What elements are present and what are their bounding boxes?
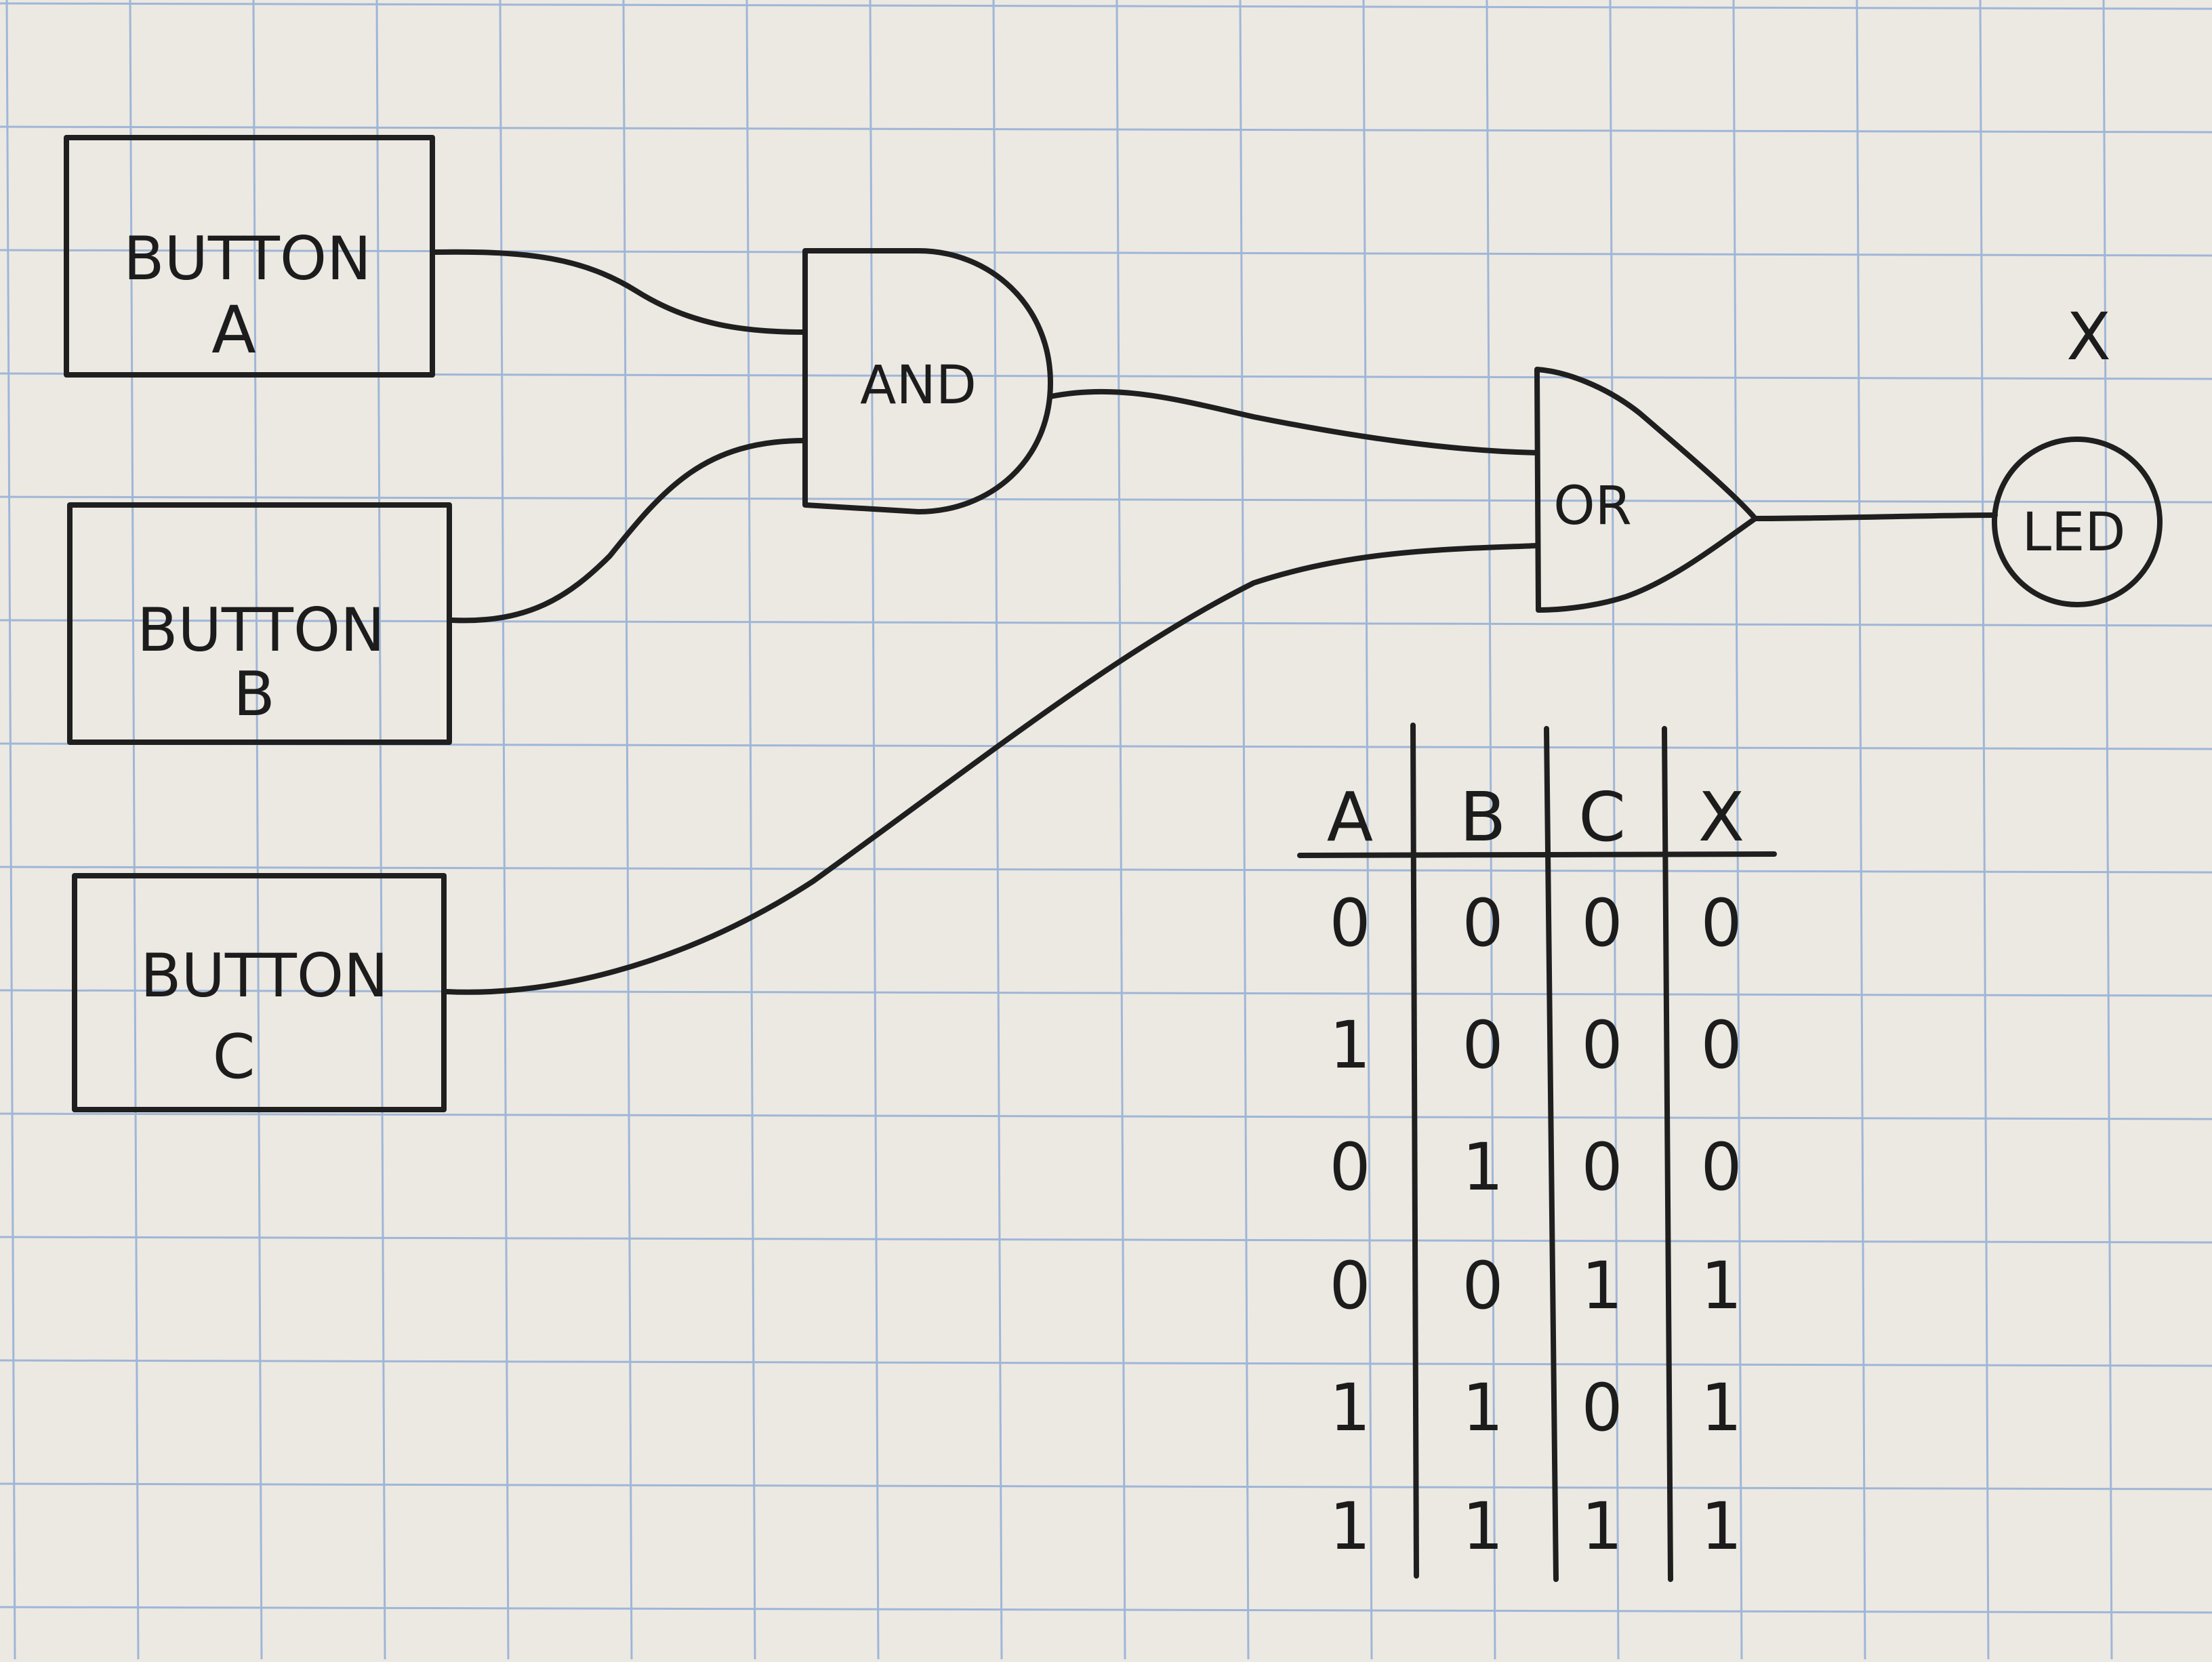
- output-label-x: X: [2066, 299, 2111, 375]
- grid-line-vertical: [252, 0, 263, 1660]
- led: LED X: [1992, 299, 2163, 607]
- truth-table-cell: 1: [1329, 1488, 1370, 1564]
- button-c-line2: C: [213, 1021, 255, 1093]
- table-divider-1: [1410, 723, 1419, 1579]
- truth-table-header-b: B: [1460, 777, 1507, 857]
- grid-line-vertical: [1609, 0, 1620, 1660]
- grid-line-horizontal: [0, 989, 2212, 997]
- grid-line-vertical: [5, 0, 16, 1660]
- grid-line-horizontal: [0, 1359, 2212, 1367]
- truth-table-cell: 1: [1700, 1488, 1742, 1564]
- grid-line-horizontal: [0, 125, 2212, 134]
- button-b-box: [67, 502, 452, 745]
- grid-line-vertical: [2102, 0, 2113, 1660]
- wire-and-to-or: [1048, 388, 1540, 455]
- truth-table-cell: 0: [1581, 1129, 1622, 1205]
- truth-table-cell: 1: [1329, 1007, 1370, 1083]
- grid-line-vertical: [1856, 0, 1866, 1660]
- grid-line-vertical: [622, 0, 633, 1660]
- grid-line-vertical: [1732, 0, 1743, 1660]
- truth-table-cell: 0: [1329, 1129, 1370, 1205]
- truth-table-cell: 0: [1581, 885, 1622, 961]
- truth-table-header-x: X: [1698, 777, 1745, 857]
- grid-line-vertical: [869, 0, 880, 1660]
- button-b-line1: BUTTON: [137, 595, 385, 665]
- wire-c-to-or: [444, 543, 1540, 995]
- truth-table-cell: 1: [1462, 1370, 1503, 1446]
- grid-line-horizontal: [0, 2, 2212, 10]
- wire-b-to-and: [449, 438, 808, 624]
- table-divider-3: [1662, 726, 1673, 1582]
- grid-line-horizontal: [0, 1112, 2212, 1120]
- led-circle: [1992, 437, 2163, 607]
- button-a-box: [64, 135, 435, 378]
- truth-table-cell: 0: [1581, 1370, 1622, 1446]
- truth-table-cell: 1: [1700, 1370, 1742, 1446]
- grid-line-vertical: [129, 0, 140, 1660]
- grid-line-horizontal: [0, 1606, 2212, 1614]
- grid-line-vertical: [1362, 0, 1373, 1660]
- truth-table-cell: 1: [1700, 1248, 1742, 1324]
- button-c-box: [72, 873, 447, 1112]
- truth-table-cell: 1: [1581, 1248, 1622, 1324]
- led-label: LED: [2022, 502, 2126, 563]
- button-a: BUTTON A: [64, 135, 435, 378]
- button-a-line1: BUTTON: [123, 224, 371, 293]
- truth-table-header-a: A: [1327, 777, 1373, 857]
- truth-table-cell: 0: [1462, 1248, 1503, 1324]
- button-c-line1: BUTTON: [140, 941, 388, 1011]
- grid-line-vertical: [1486, 0, 1496, 1660]
- grid-line-horizontal: [0, 866, 2212, 874]
- truth-table-cell: 0: [1700, 1129, 1742, 1205]
- truth-table-header-c: C: [1578, 777, 1626, 857]
- truth-table-cell: 0: [1462, 885, 1503, 961]
- and-gate-label: AND: [860, 355, 977, 416]
- grid-line-vertical: [499, 0, 510, 1660]
- truth-table-cell: 1: [1462, 1129, 1503, 1205]
- table-header-rule: [1297, 851, 1777, 858]
- truth-table-cell: 1: [1329, 1370, 1370, 1446]
- wire-a-to-and: [432, 249, 808, 335]
- button-b-line2: B: [233, 659, 275, 730]
- grid-line-vertical: [375, 0, 386, 1660]
- table-divider-2: [1544, 726, 1559, 1582]
- truth-table-cell: 0: [1462, 1007, 1503, 1083]
- truth-table-cell: 0: [1700, 885, 1742, 961]
- truth-table-cell: 0: [1329, 1248, 1370, 1324]
- wires: [432, 249, 1998, 995]
- truth-table-body: 0 0 0 0 1 0 0 0 0 1 0 0 0 0 1 1 1 1 0 1 1 1 1 1: [1329, 885, 1742, 1564]
- grid-line-horizontal: [0, 495, 2212, 504]
- truth-table-cell: 1: [1581, 1488, 1622, 1564]
- button-c: BUTTON C: [72, 873, 447, 1112]
- grid-line-vertical: [1239, 0, 1250, 1660]
- truth-table-cell: 0: [1581, 1007, 1622, 1083]
- grid-line-vertical: [1115, 0, 1126, 1660]
- grid-line-vertical: [1979, 0, 1990, 1660]
- wire-or-to-led: [1753, 512, 1998, 521]
- button-a-line2: A: [211, 292, 256, 368]
- and-gate: AND: [802, 248, 1053, 514]
- truth-table-cell: 0: [1329, 885, 1370, 961]
- button-b: BUTTON B: [67, 502, 452, 745]
- grid-line-horizontal: [0, 249, 2212, 257]
- and-gate-shape: [802, 248, 1053, 514]
- grid-line-horizontal: [0, 1482, 2212, 1491]
- or-gate-label: OR: [1553, 476, 1632, 537]
- grid-line-vertical: [745, 0, 756, 1660]
- truth-table-cell: 0: [1700, 1007, 1742, 1083]
- grid-line-horizontal: [0, 619, 2212, 627]
- truth-table-cell: 1: [1462, 1488, 1503, 1564]
- grid-line-horizontal: [0, 1236, 2212, 1244]
